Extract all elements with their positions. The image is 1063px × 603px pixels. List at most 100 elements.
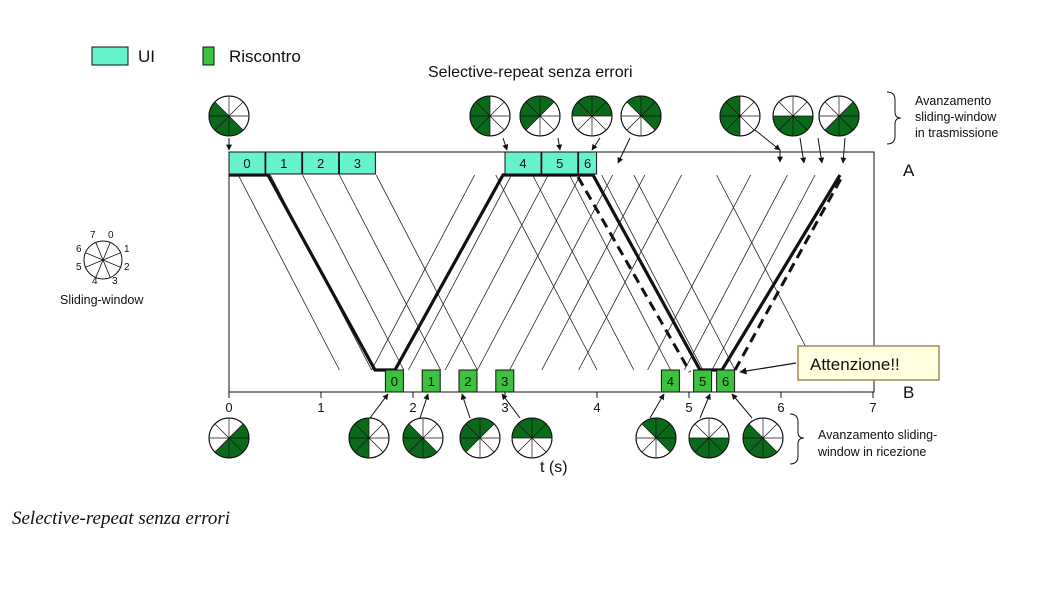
window-circle-border bbox=[519, 95, 561, 137]
window-circle-border bbox=[348, 417, 390, 459]
window-circle-border bbox=[688, 417, 730, 459]
window-sector-shaded bbox=[465, 418, 480, 438]
window-sector-shaded bbox=[626, 96, 641, 116]
tx-window-3 bbox=[571, 95, 613, 137]
legend-ui-swatch bbox=[91, 46, 129, 66]
window-sector-shaded bbox=[480, 418, 495, 438]
window-spoke bbox=[694, 423, 724, 453]
sw-label-6: 6 bbox=[76, 244, 82, 255]
window-circle-border bbox=[635, 417, 677, 459]
window-sector-shaded bbox=[748, 438, 763, 458]
tx-note-line-2: sliding-window bbox=[915, 110, 997, 124]
ack-frame-5: 5 bbox=[693, 369, 713, 393]
axis-tick-label: 0 bbox=[225, 400, 232, 415]
pointer-arrow bbox=[501, 393, 521, 419]
window-sector-shaded bbox=[839, 116, 854, 136]
pointer-arrow bbox=[502, 137, 509, 151]
window-sector-shaded bbox=[520, 116, 540, 131]
ui-frame-number: 2 bbox=[317, 156, 324, 171]
window-sector-shaded bbox=[517, 418, 532, 438]
axis-tick-label: 4 bbox=[593, 400, 600, 415]
attention-arrow bbox=[739, 362, 797, 375]
window-sector-shaded bbox=[512, 423, 532, 438]
window-sector-shaded bbox=[641, 116, 661, 131]
pointer-arrow bbox=[699, 393, 711, 419]
tx-note-brace bbox=[886, 91, 902, 145]
axis-tick-label: 7 bbox=[869, 400, 876, 415]
window-circle-border bbox=[459, 417, 501, 459]
tx-window-1 bbox=[469, 95, 511, 137]
propagation-line bbox=[237, 174, 340, 371]
pointer-arrow bbox=[369, 393, 389, 419]
ui-frame-2: 2 bbox=[302, 151, 340, 175]
window-sector-shaded bbox=[229, 423, 249, 438]
window-circle-border bbox=[772, 95, 814, 137]
propagation-line bbox=[444, 174, 549, 371]
sw-label-4: 4 bbox=[92, 276, 98, 287]
pointer-arrows bbox=[226, 129, 847, 419]
window-sector-shaded bbox=[656, 423, 676, 438]
pointer-arrow bbox=[731, 393, 753, 419]
ack-frame-number: 0 bbox=[391, 374, 398, 389]
propagation-line bbox=[711, 174, 816, 371]
window-circle-border bbox=[719, 95, 761, 137]
sliding-window-reference: 0 1 2 3 4 5 6 7 Sliding-window bbox=[60, 230, 144, 307]
sw-label-1: 1 bbox=[124, 244, 130, 255]
ui-frame-box bbox=[338, 151, 376, 175]
tx-note: Avanzamento sliding-window in trasmissio… bbox=[886, 91, 998, 145]
window-sector-shaded bbox=[229, 438, 249, 453]
tx-window-4 bbox=[620, 95, 662, 137]
ui-frame-number: 5 bbox=[556, 156, 563, 171]
window-sector-shaded bbox=[725, 96, 740, 116]
window-spoke bbox=[517, 423, 547, 453]
rx-window-5 bbox=[635, 417, 677, 459]
rx-note-line-1: Avanzamento sliding- bbox=[818, 428, 937, 442]
window-circle-border bbox=[571, 95, 613, 137]
rx-window-4 bbox=[511, 417, 553, 459]
window-circle-border bbox=[469, 95, 511, 137]
window-sector-shaded bbox=[824, 116, 839, 136]
window-sector-shaded bbox=[475, 116, 490, 136]
pointer-arrow bbox=[799, 137, 807, 164]
window-sector-shaded bbox=[720, 116, 740, 131]
ack-frame-number: 6 bbox=[722, 374, 729, 389]
ui-frame-number: 4 bbox=[519, 156, 526, 171]
window-sector-shaded bbox=[520, 101, 540, 116]
axis-tick-label: 1 bbox=[317, 400, 324, 415]
window-sector-shaded bbox=[641, 418, 656, 438]
propagation-line bbox=[684, 174, 788, 371]
window-spoke bbox=[465, 423, 495, 453]
rx-window-0 bbox=[208, 417, 250, 459]
window-spoke bbox=[214, 423, 244, 453]
sw-label-2: 2 bbox=[124, 262, 130, 273]
window-sector-shaded bbox=[209, 116, 229, 131]
rx-window-3 bbox=[459, 417, 501, 459]
ack-frame-box bbox=[421, 369, 441, 393]
window-sector-shaded bbox=[408, 438, 423, 458]
window-sector-shaded bbox=[349, 423, 369, 438]
ack-frame-3: 3 bbox=[495, 369, 515, 393]
window-sector-shaded bbox=[694, 438, 709, 458]
propagation-line bbox=[532, 174, 635, 371]
ack-frame-0: 0 bbox=[384, 369, 404, 393]
ack-frame-4: 4 bbox=[660, 369, 680, 393]
window-sector-shaded bbox=[349, 438, 369, 453]
ack-frame-2: 2 bbox=[458, 369, 478, 393]
propagation-line bbox=[647, 174, 751, 371]
rx-window-circles bbox=[208, 417, 784, 459]
window-sector-shaded bbox=[540, 95, 555, 116]
pointer-arrow bbox=[617, 137, 631, 164]
window-spoke bbox=[641, 423, 671, 453]
sw-label-0: 0 bbox=[108, 230, 114, 241]
pointer-arrow bbox=[419, 393, 430, 419]
window-circle-border bbox=[208, 417, 250, 459]
window-sector-shaded bbox=[743, 423, 763, 438]
window-sector-shaded bbox=[839, 116, 859, 131]
highlight-path-dashed-2 bbox=[733, 174, 845, 371]
pointer-arrow bbox=[817, 137, 825, 164]
attention-text: Attenzione!! bbox=[810, 355, 900, 374]
ui-frame-box bbox=[265, 151, 303, 175]
highlight-path-solid bbox=[229, 173, 722, 372]
